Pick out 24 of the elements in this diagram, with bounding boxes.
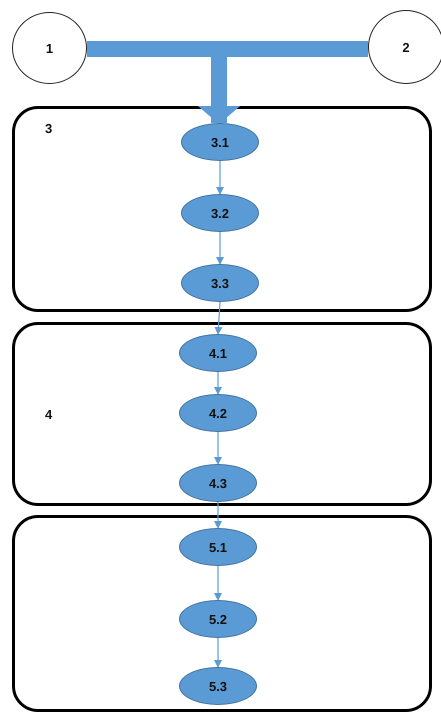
arrow xyxy=(214,372,222,395)
stage-number: 4 xyxy=(45,407,52,422)
node-label: 1 xyxy=(46,40,54,56)
arrow xyxy=(214,638,222,668)
step-label: 3.1 xyxy=(210,134,230,150)
step-label: 4.3 xyxy=(208,476,228,490)
step-label: 4.1 xyxy=(208,346,228,360)
arrow xyxy=(216,232,224,265)
step-label: 5.1 xyxy=(208,540,228,554)
stage-box xyxy=(12,515,432,712)
arrow xyxy=(214,566,222,601)
stage-box xyxy=(12,322,432,506)
step-label: 3.3 xyxy=(210,276,230,290)
arrow xyxy=(216,161,224,195)
arrow xyxy=(214,502,222,529)
step-label: 3.2 xyxy=(210,206,230,220)
stage-box xyxy=(12,106,432,312)
step-label: 5.3 xyxy=(208,678,228,694)
stage-number: 3 xyxy=(45,121,52,136)
step-label: 4.2 xyxy=(208,406,228,420)
arrow xyxy=(214,302,222,335)
step-label: 5.2 xyxy=(208,612,228,626)
node-label: 2 xyxy=(402,40,410,54)
arrow xyxy=(214,432,222,465)
